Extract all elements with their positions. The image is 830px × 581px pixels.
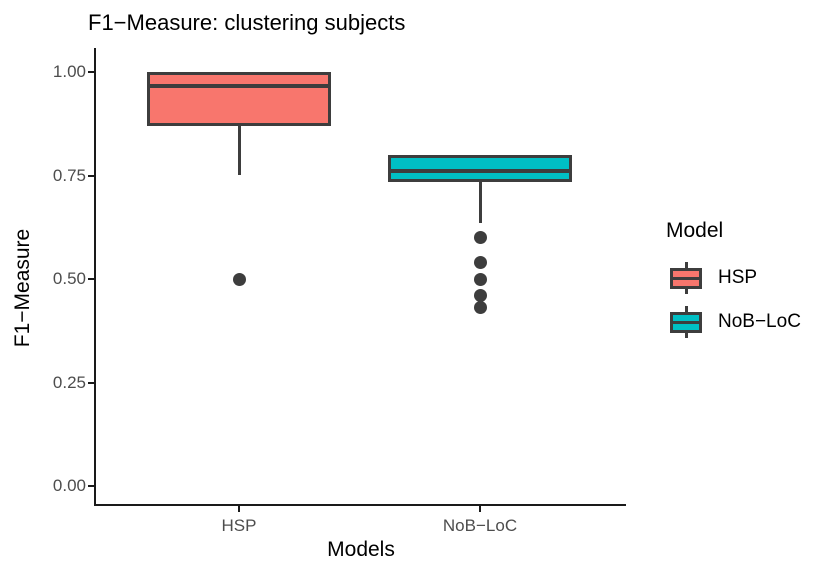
y-tick-label: 0.00	[30, 477, 86, 494]
legend-key-boxplot-icon	[664, 300, 708, 344]
legend: Model HSP NoB−LoC	[664, 218, 824, 344]
outlier-point	[473, 289, 487, 303]
x-tick-label: NoB−LoC	[442, 516, 518, 535]
y-tick-mark	[88, 174, 94, 177]
box-hsp	[147, 72, 331, 126]
x-tick-mark	[479, 506, 481, 512]
legend-entries: HSP NoB−LoC	[664, 256, 824, 344]
y-axis-title: F1−Measure	[11, 228, 34, 348]
y-tick-label-text: 1.00	[52, 62, 86, 81]
y-tick-mark	[88, 485, 94, 487]
legend-key-boxplot-icon	[664, 256, 708, 300]
y-tick-label: 0.50	[30, 270, 86, 287]
y-tick-label-text: 0.50	[52, 269, 86, 288]
chart-title: F1−Measure: clustering subjects	[88, 10, 406, 35]
y-tick-label-text: 0.25	[52, 372, 86, 392]
legend-key-median	[670, 277, 702, 280]
legend-label: HSP	[718, 267, 758, 288]
median-line	[147, 84, 331, 89]
y-tick-mark	[88, 381, 94, 384]
y-tick-label: 1.00	[30, 63, 86, 80]
y-tick-label: 0.75	[30, 167, 86, 184]
legend-key-median	[670, 321, 702, 324]
median-line	[388, 169, 572, 174]
y-tick-label: 0.25	[30, 374, 86, 391]
y-axis-line	[94, 48, 96, 506]
legend-label: NoB−LoC	[718, 311, 801, 332]
legend-item-hsp[interactable]: HSP	[664, 256, 824, 300]
y-tick-mark	[88, 278, 94, 280]
legend-item-nob-loc[interactable]: NoB−LoC	[664, 300, 824, 344]
x-tick-mark	[238, 506, 240, 512]
whisker-lower	[238, 125, 241, 176]
outlier-point	[473, 301, 487, 315]
y-tick-label-text: 0.00	[52, 476, 86, 495]
x-axis-line	[94, 504, 626, 506]
x-axis-title: Models	[327, 538, 395, 561]
y-tick-mark	[88, 71, 94, 73]
outlier-point	[473, 231, 487, 245]
box-nob-loc	[388, 154, 572, 182]
legend-title: Model	[666, 219, 724, 242]
outlier-point	[473, 272, 487, 286]
x-tick-label: HSP	[221, 516, 257, 535]
outlier-point	[232, 272, 246, 286]
outlier-point	[473, 255, 487, 269]
whisker-lower	[479, 181, 482, 224]
y-tick-label-text: 0.75	[52, 165, 86, 185]
